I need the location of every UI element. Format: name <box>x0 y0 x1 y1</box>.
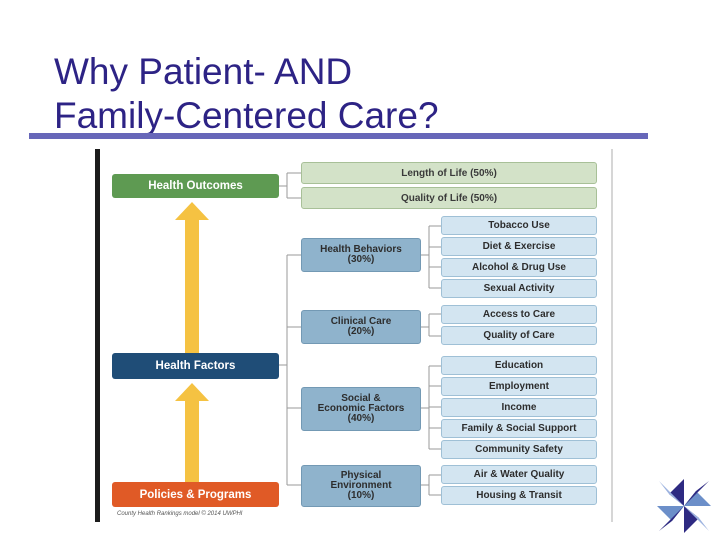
slide-title: Why Patient- AND Family-Centered Care? <box>54 50 439 138</box>
arrow-programs-to-factors-shaft <box>185 400 199 482</box>
health-factors-box: Health Factors <box>112 353 279 379</box>
arrow-factors-to-outcomes-shaft <box>185 219 199 353</box>
title-line-1: Why Patient- AND <box>54 51 353 92</box>
quality-of-care-box: Quality of Care <box>441 326 597 345</box>
alcohol-drug-use-box: Alcohol & Drug Use <box>441 258 597 277</box>
figure-right-border <box>611 149 613 522</box>
health-behaviors-box: Health Behaviors (30%) <box>301 238 421 272</box>
diet-exercise-box: Diet & Exercise <box>441 237 597 256</box>
figure-left-border <box>95 149 100 522</box>
employment-box: Employment <box>441 377 597 396</box>
title-underline <box>29 133 648 139</box>
arrow-factors-to-outcomes-head <box>175 202 209 220</box>
education-box: Education <box>441 356 597 375</box>
policies-programs-box: Policies & Programs <box>112 482 279 507</box>
clinical-care-box: Clinical Care (20%) <box>301 310 421 344</box>
arrow-programs-to-factors-head <box>175 383 209 401</box>
length-of-life-box: Length of Life (50%) <box>301 162 597 184</box>
tobacco-use-box: Tobacco Use <box>441 216 597 235</box>
housing-transit-box: Housing & Transit <box>441 486 597 505</box>
pinwheel-icon <box>657 479 711 533</box>
air-water-quality-box: Air & Water Quality <box>441 465 597 484</box>
quality-of-life-box: Quality of Life (50%) <box>301 187 597 209</box>
access-to-care-box: Access to Care <box>441 305 597 324</box>
health-rankings-diagram: Health Outcomes Health Factors Policies … <box>95 149 613 522</box>
income-box: Income <box>441 398 597 417</box>
community-safety-box: Community Safety <box>441 440 597 459</box>
figure-credit: County Health Rankings model © 2014 UWPH… <box>117 511 243 517</box>
physical-environment-box: Physical Environment (10%) <box>301 465 421 507</box>
diagram-connectors <box>279 172 441 496</box>
title-line-2: Family-Centered Care? <box>54 95 439 136</box>
family-social-support-box: Family & Social Support <box>441 419 597 438</box>
social-economic-box: Social & Economic Factors (40%) <box>301 387 421 431</box>
health-outcomes-box: Health Outcomes <box>112 174 279 198</box>
sexual-activity-box: Sexual Activity <box>441 279 597 298</box>
